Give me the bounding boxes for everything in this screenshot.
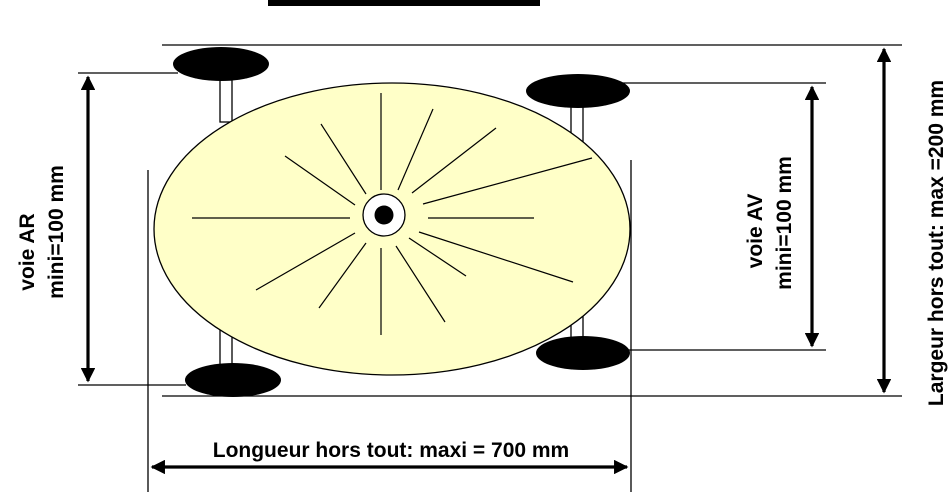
radial-spokes: [192, 93, 593, 335]
spoke: [395, 245, 446, 323]
extension-lines: [78, 44, 902, 492]
rear-top-axle: [219, 79, 233, 123]
spoke: [408, 237, 467, 277]
hub-center: [374, 205, 394, 225]
spoke: [284, 155, 356, 206]
title-bar: [268, 0, 540, 6]
rear-track-label-line2: mini=100 mm: [45, 165, 68, 299]
front-track-label-line2: mini=100 mm: [773, 156, 796, 290]
rear-bottom-wheel: [185, 363, 281, 397]
spoke: [320, 123, 367, 195]
wheels: [173, 47, 630, 397]
spoke: [318, 242, 367, 309]
rear-track-label-line1: voie AR: [16, 213, 39, 290]
overall-length-label: Longueur hors tout: maxi = 700 mm: [213, 439, 569, 462]
spoke: [418, 231, 574, 283]
spoke: [411, 127, 497, 194]
spoke: [397, 108, 434, 191]
front-bottom-wheel: [536, 336, 630, 370]
front-top-wheel: [526, 74, 630, 108]
front-track-label-line1: voie AV: [744, 194, 767, 269]
spoke: [255, 232, 356, 291]
dimension-arrows: [80, 47, 892, 475]
overall-width-label: Largeur hors tout: max =200 mm: [925, 80, 948, 406]
rear-top-wheel: [173, 47, 269, 81]
spoke: [422, 157, 593, 205]
